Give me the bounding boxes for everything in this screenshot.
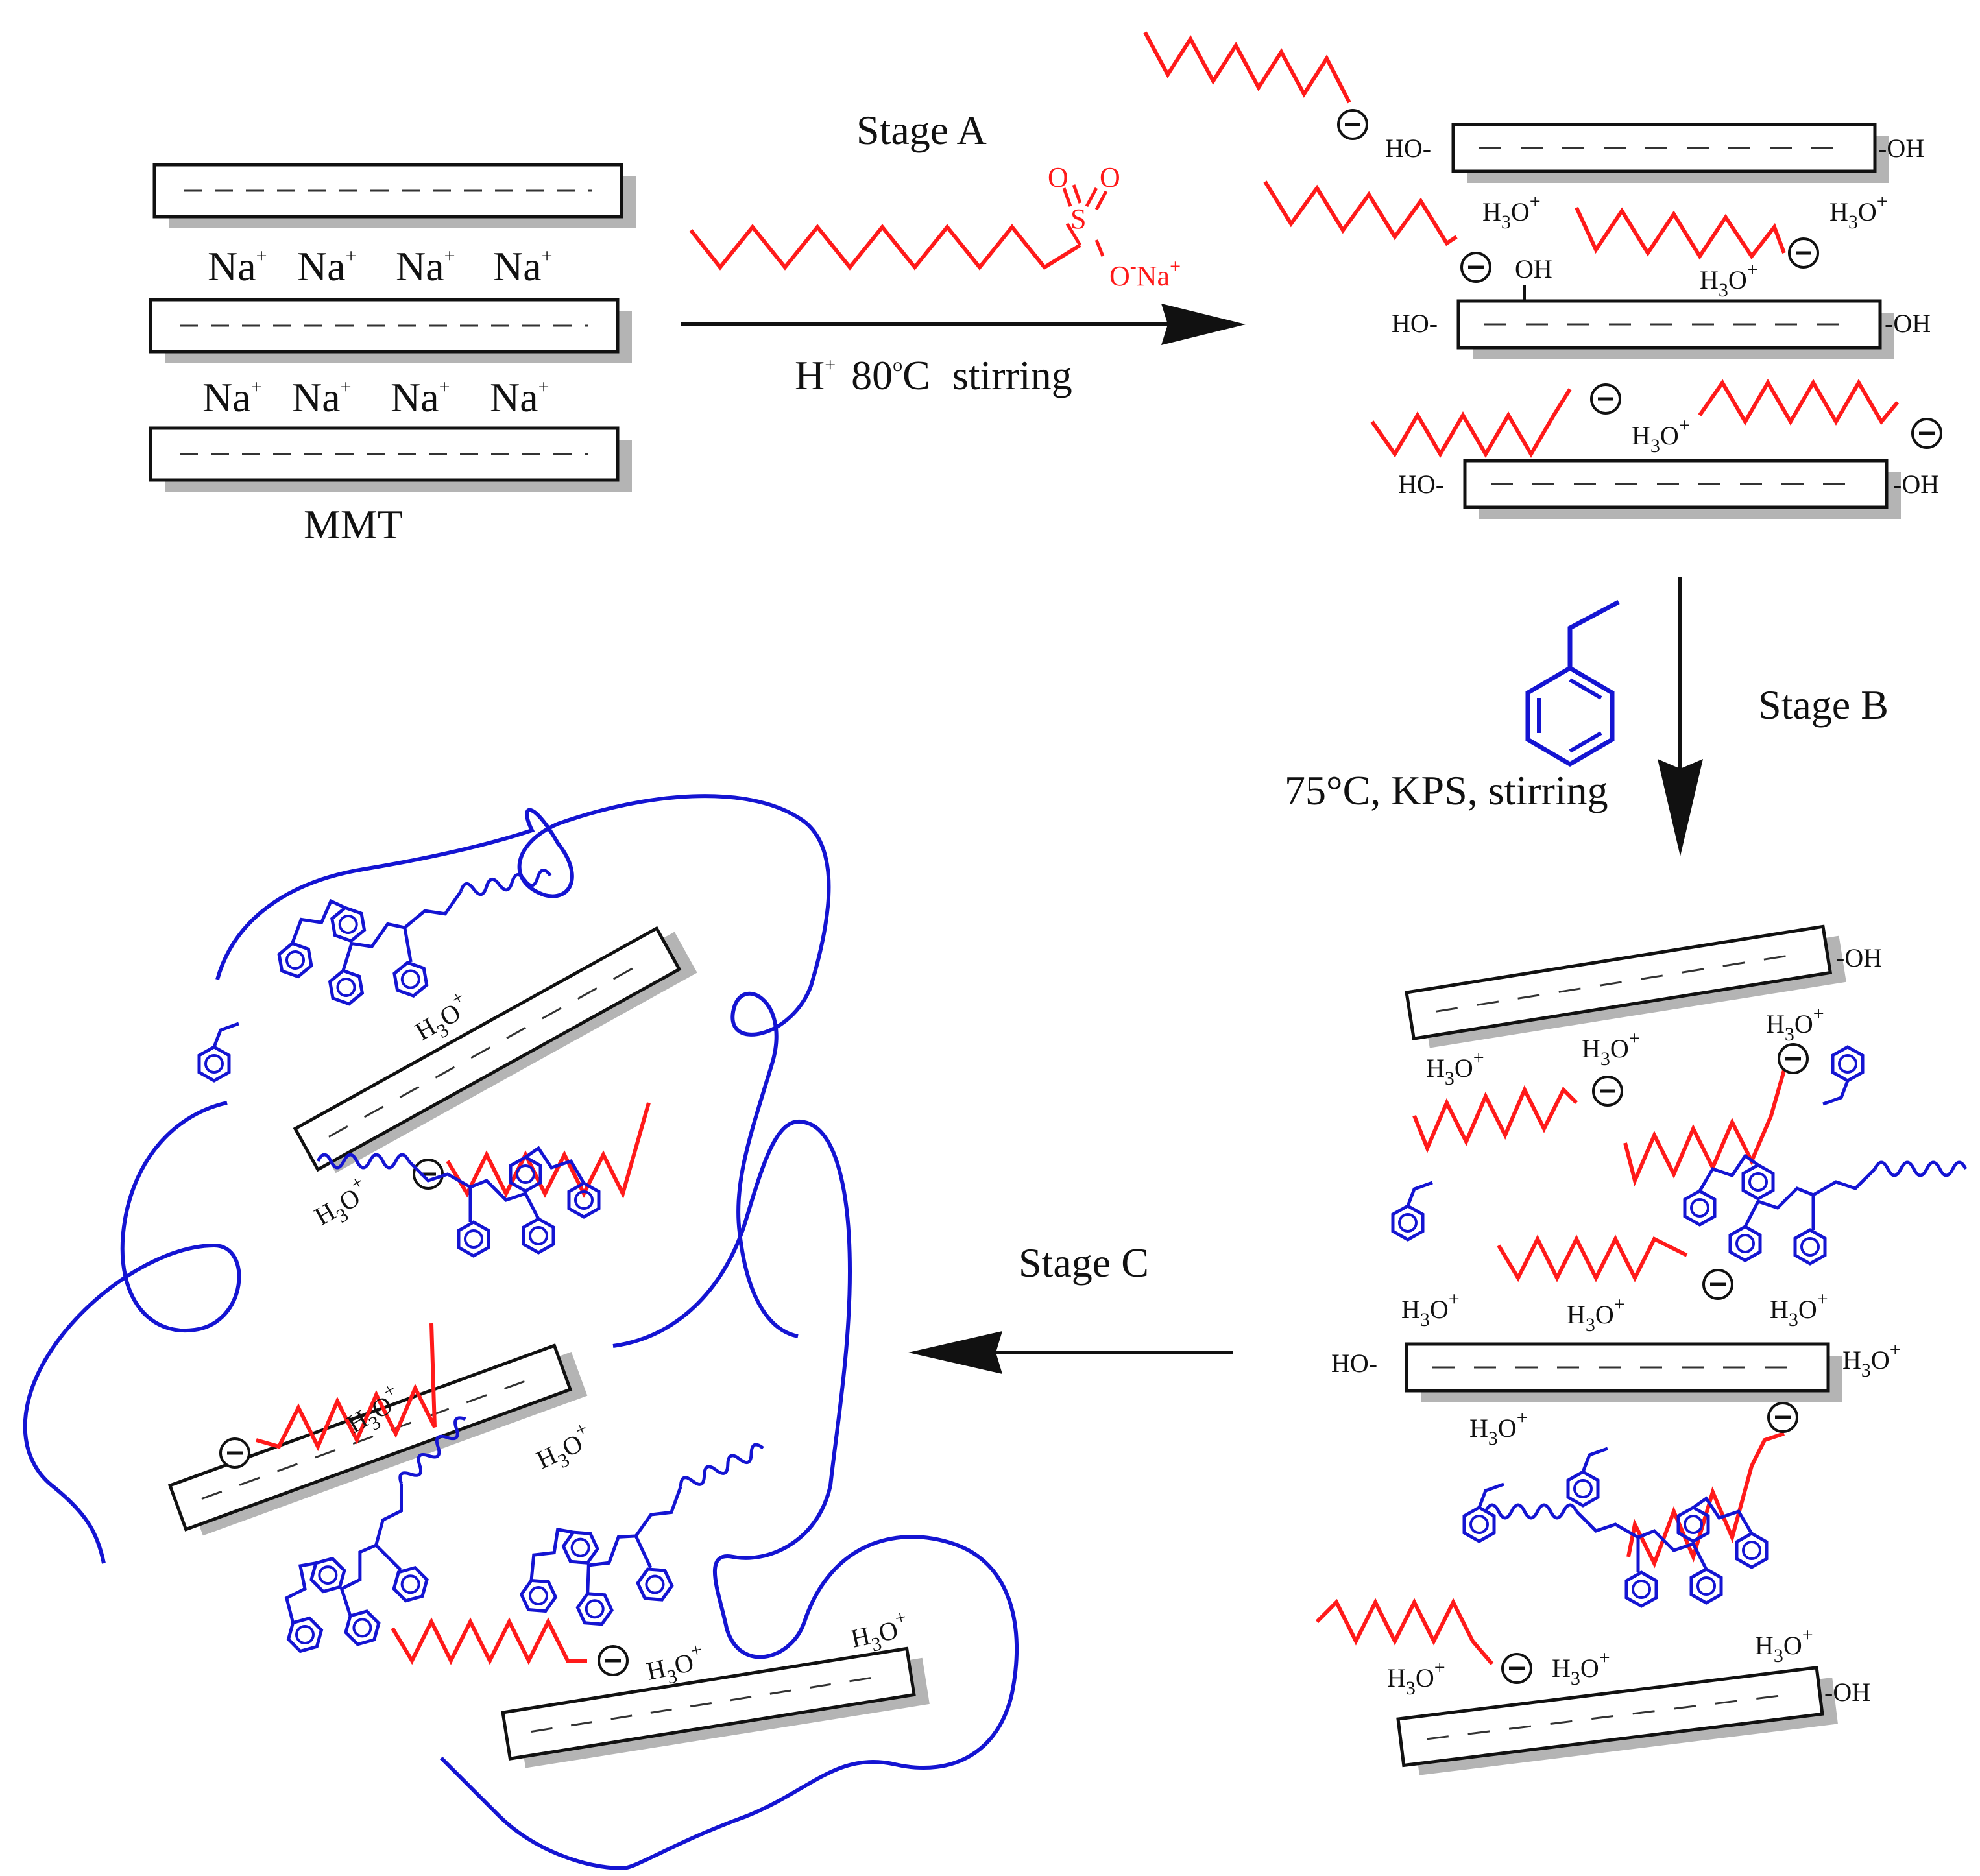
hydroxyl-b-3: -OH: [1824, 1678, 1870, 1707]
stage-c-nanocomposite: H3O+ H3O+ H3O+ H3O+ H3O+ H3O+: [23, 794, 1019, 1871]
clay-platelet-2: [151, 300, 632, 363]
stage-a-arrow: [681, 304, 1246, 345]
sulfonate-anion: O-Na+: [1109, 256, 1181, 292]
svg-text:H3O+: H3O+: [1567, 1293, 1625, 1336]
svg-text:H3O+: H3O+: [1842, 1339, 1901, 1381]
svg-text:Na+: Na+: [292, 374, 352, 420]
svg-text:H3O+: H3O+: [529, 1417, 600, 1480]
svg-text:Na+: Na+: [396, 243, 455, 289]
sodium-row-1: Na+ Na+ Na+ Na+: [208, 243, 553, 289]
svg-text:H3O+: H3O+: [1401, 1288, 1460, 1330]
hydroxyl-right-2: -OH: [1885, 309, 1931, 338]
svg-text:Na+: Na+: [493, 243, 553, 289]
svg-text:Na+: Na+: [490, 374, 549, 420]
hydroxyl-left-2: HO-: [1392, 309, 1438, 338]
hydroxyl-b-1: -OH: [1836, 943, 1882, 972]
hydroxyl-top: OH: [1515, 254, 1552, 283]
hydroxyl-right-1: -OH: [1878, 134, 1924, 163]
stage-b-product: -OH HO- -OH H3O+ H3O+ H3O+ H3O+ H3O+ H3O…: [1315, 924, 1966, 1777]
svg-text:Na+: Na+: [202, 374, 262, 420]
hydronium-labels-a: H3O+ H3O+ H3O+ H3O+: [1482, 191, 1888, 457]
svg-text:H3O+: H3O+: [306, 1171, 378, 1236]
stage-c-arrow: [908, 1331, 1233, 1374]
mmt-stack: [151, 165, 636, 492]
svg-text:H3O+: H3O+: [1766, 1003, 1824, 1045]
hydroxyl-left-3: HO-: [1398, 470, 1444, 499]
stage-c-title: Stage C: [1019, 1240, 1149, 1286]
svg-text:H3O+: H3O+: [1482, 191, 1541, 233]
hydroxyl-right-3: -OH: [1893, 470, 1939, 499]
svg-text:H3O+: H3O+: [1469, 1407, 1528, 1449]
oxygen-atom-1: O: [1048, 162, 1068, 193]
svg-text:Na+: Na+: [391, 374, 450, 420]
stage-b-conditions: 75°C, KPS, stirring: [1285, 767, 1608, 813]
svg-text:H3O+: H3O+: [847, 1606, 912, 1659]
stage-a-title: Stage A: [856, 107, 987, 153]
svg-text:H3O+: H3O+: [1632, 415, 1690, 457]
stage-a-product: OH HO- -OH HO- -OH HO- -OH H3O+ H3O+ H3O…: [1143, 31, 1941, 519]
oxygen-atom-2: O: [1100, 162, 1120, 193]
hydroxyl-b-2: HO-: [1331, 1349, 1377, 1378]
clay-platelet-1: [154, 165, 636, 228]
svg-text:H3O+: H3O+: [1770, 1288, 1828, 1330]
stage-b-styrene: [1525, 599, 1620, 767]
surfactant-molecule: S O O O-Na+: [689, 162, 1181, 292]
sulfur-atom: S: [1070, 203, 1086, 235]
hydronium-labels-b: H3O+ H3O+ H3O+ H3O+ H3O+ H3O+ H3O+ H3O+ …: [1387, 1003, 1901, 1699]
svg-text:H3O+: H3O+: [1755, 1624, 1813, 1666]
stage-b-title: Stage B: [1758, 682, 1889, 728]
svg-text:Na+: Na+: [297, 243, 357, 289]
hydroxyl-left-1: HO-: [1385, 134, 1431, 163]
svg-text:Na+: Na+: [208, 243, 267, 289]
sodium-row-2: Na+ Na+ Na+ Na+: [202, 374, 549, 420]
mmt-label: MMT: [304, 501, 403, 547]
clay-platelet-3: [151, 428, 632, 492]
svg-text:H3O+: H3O+: [1582, 1028, 1640, 1070]
svg-text:H3O+: H3O+: [1552, 1647, 1610, 1689]
svg-text:H3O+: H3O+: [1426, 1047, 1484, 1089]
stage-b-arrow: [1658, 577, 1703, 856]
svg-text:H3O+: H3O+: [1700, 259, 1758, 301]
svg-text:H3O+: H3O+: [1387, 1657, 1445, 1699]
svg-text:H3O+: H3O+: [1829, 191, 1888, 233]
